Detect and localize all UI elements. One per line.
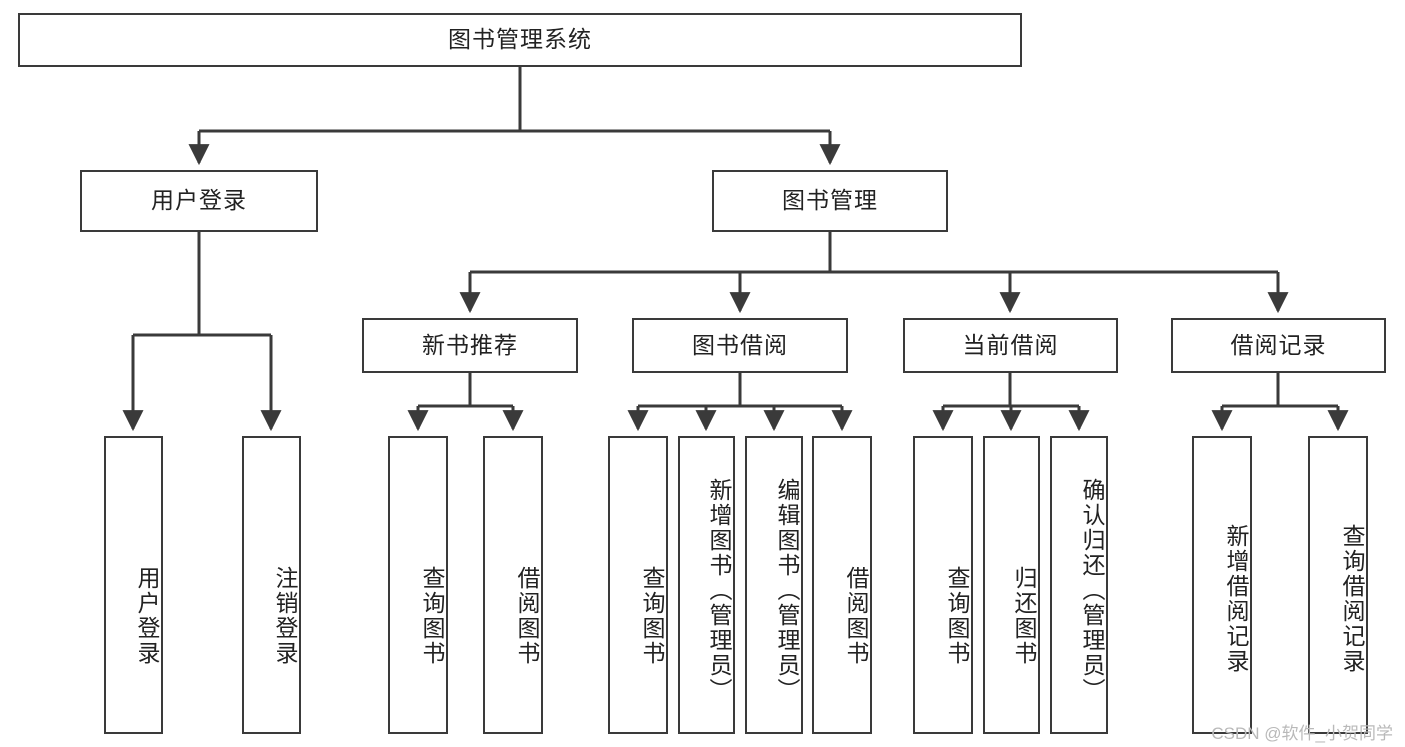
node-leaf-10-label: 归还图书	[1011, 566, 1037, 666]
node-level2-1-label: 用户登录	[151, 187, 247, 214]
node-root[interactable]: 图书管理系统	[18, 13, 1022, 67]
node-level3-4[interactable]: 借阅记录	[1171, 318, 1386, 373]
node-level3-3-label: 当前借阅	[962, 331, 1059, 358]
node-leaf-13[interactable]: 查询借阅记录	[1308, 436, 1368, 734]
node-root-label: 图书管理系统	[448, 26, 592, 53]
node-leaf-7-label: 编辑图书（管理员）	[774, 477, 800, 703]
node-leaf-11-label: 确认归还（管理员）	[1079, 477, 1105, 703]
node-level2-2-label: 图书管理	[782, 187, 878, 214]
node-leaf-3[interactable]: 查询图书	[388, 436, 448, 734]
node-leaf-1-label: 用户登录	[134, 566, 160, 666]
node-level3-1-label: 新书推荐	[422, 331, 518, 358]
node-level3-4-label: 借阅记录	[1230, 331, 1327, 358]
node-leaf-1[interactable]: 用户登录	[104, 436, 163, 734]
node-leaf-13-label: 查询借阅记录	[1339, 524, 1365, 674]
node-level3-1[interactable]: 新书推荐	[362, 318, 578, 373]
node-level3-2-label: 图书借阅	[692, 331, 788, 358]
node-leaf-6[interactable]: 新增图书（管理员）	[678, 436, 735, 734]
node-leaf-12[interactable]: 新增借阅记录	[1192, 436, 1252, 734]
node-leaf-9[interactable]: 查询图书	[913, 436, 973, 734]
node-leaf-10[interactable]: 归还图书	[983, 436, 1040, 734]
node-leaf-7[interactable]: 编辑图书（管理员）	[745, 436, 803, 734]
node-leaf-4-label: 借阅图书	[514, 566, 540, 666]
node-leaf-3-label: 查询图书	[419, 566, 445, 666]
node-leaf-8-label: 借阅图书	[843, 566, 869, 666]
watermark-label: CSDN @软件_小贺同学	[1211, 724, 1393, 743]
node-leaf-12-label: 新增借阅记录	[1223, 524, 1249, 674]
node-leaf-2-label: 注销登录	[272, 566, 298, 666]
node-leaf-2[interactable]: 注销登录	[242, 436, 301, 734]
node-leaf-6-label: 新增图书（管理员）	[706, 477, 732, 703]
node-leaf-11[interactable]: 确认归还（管理员）	[1050, 436, 1108, 734]
node-level2-2[interactable]: 图书管理	[712, 170, 948, 232]
node-leaf-4[interactable]: 借阅图书	[483, 436, 543, 734]
node-leaf-9-label: 查询图书	[944, 566, 970, 666]
node-leaf-5-label: 查询图书	[639, 566, 665, 666]
node-level2-1[interactable]: 用户登录	[80, 170, 318, 232]
node-level3-2[interactable]: 图书借阅	[632, 318, 848, 373]
node-level3-3[interactable]: 当前借阅	[903, 318, 1118, 373]
node-leaf-5[interactable]: 查询图书	[608, 436, 668, 734]
node-leaf-8[interactable]: 借阅图书	[812, 436, 872, 734]
